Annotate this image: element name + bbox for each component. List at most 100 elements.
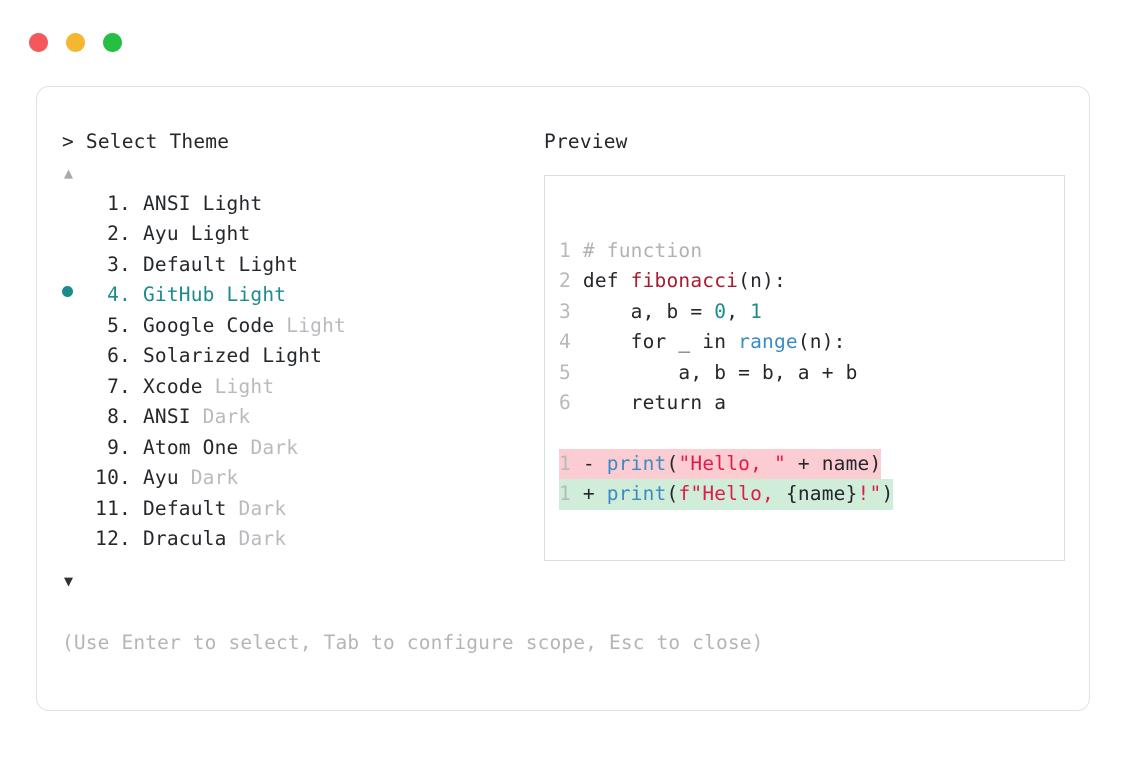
theme-variant: Light <box>226 283 287 306</box>
theme-index: 6. <box>107 344 131 367</box>
theme-index: 2. <box>107 222 131 245</box>
theme-label-spacer <box>131 253 143 276</box>
code-token: 0 <box>714 299 727 323</box>
line-number: 5 <box>559 360 583 384</box>
theme-variant-spacer <box>274 314 286 337</box>
code-token: for _ in <box>582 330 739 353</box>
theme-name: Default <box>142 496 227 520</box>
theme-list-item[interactable]: 5. Google Code Light <box>62 314 532 345</box>
theme-label-spacer <box>131 497 143 520</box>
theme-variant: Dark <box>190 466 239 489</box>
code-token: ( <box>666 451 679 475</box>
page-title: > Select Theme <box>62 130 230 153</box>
code-spacer <box>559 419 1058 449</box>
line-number: 4 <box>559 330 583 353</box>
code-line: 3 a, b = 0, 1 <box>559 297 1058 328</box>
theme-index: 8. <box>107 405 131 428</box>
diff-added-line: 1 + print(f"Hello, {name}!") <box>559 479 894 510</box>
theme-name: Atom One <box>142 435 239 459</box>
theme-index: 3. <box>107 252 131 276</box>
theme-variant-spacer <box>179 222 191 245</box>
code-token: return a <box>582 391 727 414</box>
theme-name: Default <box>142 252 227 276</box>
code-token: # function <box>582 238 703 262</box>
code-token: print <box>606 451 667 475</box>
minimize-button[interactable] <box>66 33 85 52</box>
theme-variant: Light <box>238 252 299 276</box>
code-token: ( <box>666 482 679 505</box>
theme-label-spacer <box>131 527 143 550</box>
theme-name: Ayu <box>142 222 179 245</box>
line-number: 3 <box>559 299 583 323</box>
code-token: def <box>582 269 631 292</box>
theme-variant-spacer <box>238 436 250 459</box>
theme-label-spacer <box>131 283 143 306</box>
theme-list-item[interactable]: 10. Ayu Dark <box>62 466 532 497</box>
code-token: !" <box>857 482 882 505</box>
theme-name: Ayu <box>142 466 179 489</box>
theme-name: GitHub <box>142 283 215 306</box>
theme-variant-spacer <box>227 527 239 550</box>
theme-list-item[interactable]: 7. Xcode Light <box>62 375 532 406</box>
theme-list-item[interactable]: 3. Default Light <box>62 253 532 284</box>
theme-label-spacer <box>131 436 143 459</box>
code-token: 1 <box>750 299 763 323</box>
scroll-down-icon[interactable]: ▼ <box>64 571 74 590</box>
code-line: 2 def fibonacci(n): <box>559 266 1058 297</box>
theme-list-item[interactable]: 2. Ayu Light <box>62 222 532 253</box>
diff-marker: + <box>582 482 607 505</box>
theme-variant-spacer <box>191 405 203 428</box>
theme-list-item[interactable]: 9. Atom One Dark <box>62 436 532 467</box>
selection-indicator-cell <box>62 286 89 301</box>
window-traffic-lights <box>29 33 122 52</box>
theme-index: 7. <box>107 374 131 398</box>
line-number: 6 <box>559 391 583 414</box>
theme-label-spacer <box>131 344 143 367</box>
theme-name: Solarized <box>142 344 251 367</box>
code-token: (n): <box>738 269 786 292</box>
diff-marker: - <box>582 451 607 475</box>
theme-variant-spacer <box>227 253 239 276</box>
theme-index: 4. <box>107 283 131 306</box>
theme-variant-spacer <box>215 283 227 306</box>
code-line: 4 for _ in range(n): <box>559 327 1058 358</box>
theme-index: 1. <box>107 191 131 215</box>
maximize-button[interactable] <box>103 33 122 52</box>
selected-bullet-icon <box>62 286 73 297</box>
close-button[interactable] <box>29 33 48 52</box>
theme-variant-spacer <box>227 497 239 520</box>
code-token: "Hello, " <box>678 451 786 475</box>
theme-variant: Light <box>202 191 263 215</box>
theme-label-spacer <box>131 375 143 398</box>
theme-label-spacer <box>131 405 143 428</box>
theme-label-spacer <box>131 466 143 489</box>
theme-name: Google Code <box>142 313 275 337</box>
theme-variant: Dark <box>238 527 287 550</box>
theme-name: ANSI <box>142 191 191 215</box>
theme-variant-spacer <box>250 344 262 367</box>
theme-index: 9. <box>107 435 131 459</box>
theme-list-item[interactable]: 12. Dracula Dark <box>62 527 532 558</box>
theme-name: Dracula <box>142 527 227 550</box>
theme-list-item[interactable]: 1. ANSI Light <box>62 192 532 223</box>
theme-index: 11. <box>95 496 131 520</box>
code-token: fibonacci <box>630 269 739 292</box>
scroll-up-icon[interactable]: ▲ <box>64 163 74 182</box>
code-line: 5 a, b = b, a + b <box>559 358 1058 389</box>
theme-list-item[interactable]: 8. ANSI Dark <box>62 405 532 436</box>
theme-index: 12. <box>95 527 131 550</box>
code-token: (n): <box>797 330 846 353</box>
theme-list-item[interactable]: 11. Default Dark <box>62 497 532 528</box>
theme-variant-spacer <box>191 192 203 215</box>
theme-variant-spacer <box>179 466 191 489</box>
theme-list-item[interactable]: 4. GitHub Light <box>62 283 532 314</box>
theme-variant-spacer <box>203 375 215 398</box>
line-number: 2 <box>559 269 583 292</box>
theme-label-spacer <box>131 222 143 245</box>
theme-list-item[interactable]: 6. Solarized Light <box>62 344 532 375</box>
